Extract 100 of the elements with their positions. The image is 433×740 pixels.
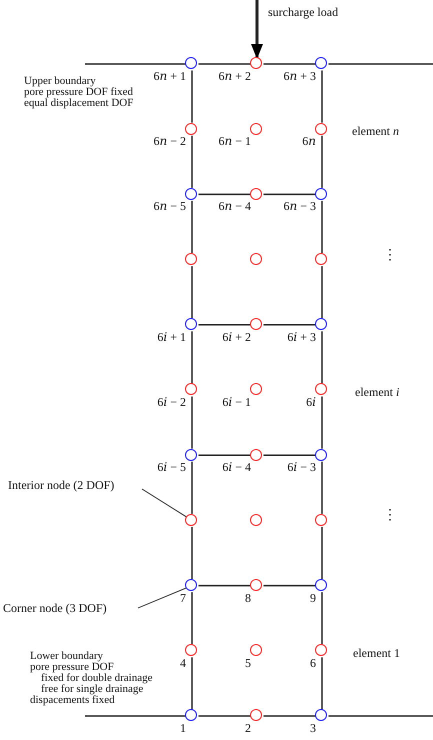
interior-node-circle (250, 579, 262, 591)
leader-line (142, 488, 187, 518)
interior-node-circle (185, 644, 198, 656)
node-number: 6𝑛 − 2 (154, 135, 186, 148)
element-edge (198, 63, 250, 65)
interior-node-circle (315, 122, 328, 135)
interior-node-circle (315, 383, 328, 396)
node-number: 6𝑖 + 2 (222, 330, 251, 344)
corner-node-circle (315, 709, 328, 722)
interior-node-circle (250, 122, 262, 135)
node-number: 6𝑛 − 5 (154, 200, 186, 214)
boundary-note: equal displacement DOF (24, 98, 134, 109)
corner-node-circle (315, 579, 328, 591)
element-label: element i (355, 386, 400, 398)
node-number: 6𝑛 + 3 (284, 70, 316, 83)
node-number: 6𝑛 − 4 (218, 200, 251, 214)
element-edge (264, 454, 316, 456)
node-number: 6𝑖 − 2 (157, 396, 186, 409)
load-arrow (251, 0, 263, 59)
corner-node-circle (315, 318, 328, 330)
node-number: 6𝑛 − 1 (218, 135, 251, 148)
element-label: element 1 (353, 647, 400, 659)
callout-text: Interior node (2 DOF) (8, 479, 114, 491)
corner-node-circle (185, 57, 198, 70)
boundary-note: pore pressure DOF (30, 662, 114, 673)
node-number: 8 (245, 592, 251, 605)
element-edge (321, 136, 323, 188)
element-edge (264, 63, 316, 65)
interior-node-circle (185, 383, 198, 396)
node-number: 6𝑖 − 3 (287, 461, 316, 474)
node-number: 1 (180, 722, 186, 735)
element-edge (198, 324, 250, 326)
interior-node-circle (250, 448, 262, 461)
interior-node-circle (315, 514, 328, 526)
boundary-note: free for single drainage (41, 684, 144, 695)
node-number: 6𝑖 + 1 (157, 330, 186, 344)
node-number: 6𝑖 + 3 (287, 330, 316, 344)
interior-node-circle (250, 514, 262, 526)
interior-node-circle (185, 122, 198, 135)
ellipsis-mark: ⋮ (383, 250, 397, 262)
element-edge (198, 454, 250, 456)
element-edge (264, 715, 316, 717)
node-number: 2 (245, 722, 251, 735)
element-edge (321, 200, 323, 254)
boundary-note: Upper boundary (24, 76, 96, 87)
element-edge (191, 136, 193, 188)
element-edge (321, 331, 323, 384)
interior-node-circle (250, 57, 262, 70)
element-edge (321, 266, 323, 318)
element-edge (264, 194, 316, 196)
element-edge (328, 63, 433, 65)
node-number: 6𝑛 + 1 (154, 70, 186, 83)
element-edge (198, 715, 250, 717)
element-edge (191, 70, 193, 123)
element-edge (85, 715, 186, 717)
node-number: 6𝑛 − 3 (284, 200, 316, 214)
element-edge (328, 715, 433, 717)
element-edge (264, 324, 316, 326)
interior-node-circle (250, 709, 262, 722)
node-number: 3 (310, 722, 316, 735)
corner-node-circle (315, 57, 328, 70)
element-edge (191, 200, 193, 254)
interior-node-circle (250, 383, 262, 396)
element-edge (191, 396, 193, 449)
interior-node-circle (315, 253, 328, 265)
edge-label: surcharge load (268, 6, 338, 18)
element-edge (264, 584, 316, 586)
corner-node-circle (315, 448, 328, 461)
corner-node-circle (185, 188, 198, 200)
element-edge (191, 462, 193, 514)
element-edge (198, 194, 250, 196)
boundary-note: fixed for double drainage (41, 673, 152, 684)
node-number: 6𝑖 (306, 396, 316, 409)
corner-node-circle (185, 448, 198, 461)
ellipsis-mark: ⋮ (383, 510, 397, 522)
element-edge (321, 396, 323, 449)
element-edge (321, 592, 323, 644)
node-number: 7 (180, 592, 186, 605)
element-edge (198, 584, 250, 586)
node-number: 6𝑛 + 2 (218, 70, 251, 83)
element-edge (191, 266, 193, 318)
node-number: 9 (310, 592, 316, 605)
element-label: element n (352, 125, 399, 137)
element-edge (191, 526, 193, 580)
element-edge (191, 657, 193, 710)
interior-node-circle (185, 514, 198, 526)
leader-line (138, 588, 186, 608)
element-edge (85, 63, 186, 65)
interior-node-circle (250, 253, 262, 265)
interior-node-circle (315, 644, 328, 656)
node-number: 6𝑖 − 4 (222, 461, 251, 474)
interior-node-circle (185, 253, 198, 265)
element-edge (321, 462, 323, 514)
element-edge (191, 592, 193, 644)
boundary-note: dispacements fixed (30, 695, 115, 706)
boundary-note: pore pressure DOF fixed (24, 87, 134, 98)
corner-node-circle (185, 579, 198, 591)
interior-node-circle (250, 188, 262, 200)
node-number: 6𝑖 − 1 (222, 396, 251, 409)
node-number: 6𝑛 (302, 135, 316, 148)
